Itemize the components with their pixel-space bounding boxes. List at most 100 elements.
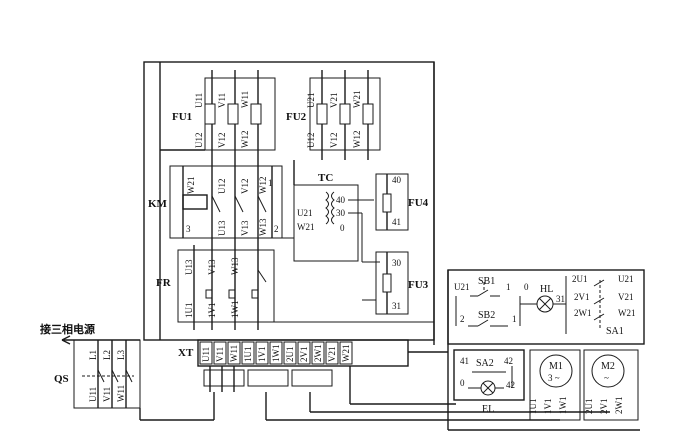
fu3-bottom: 31 <box>392 301 401 311</box>
km-label: KM <box>148 198 168 210</box>
cp-n0: 0 <box>524 282 529 292</box>
fu3-label: FU3 <box>408 279 429 291</box>
cp-sb1: SB1 <box>478 276 495 287</box>
cp-sa1: SA1 <box>606 326 624 337</box>
power-source: 接三相电源 QS L1 L2 L3 U11 V11 W11 <box>40 322 215 421</box>
km-top-3: W12 <box>258 177 268 195</box>
km-top-4: 1 <box>268 178 273 188</box>
xt-cell <box>283 341 297 365</box>
motor-m1: M1 3 ~ 1U1 1V1 1W1 <box>528 349 581 421</box>
cp-n1b: 1 <box>512 314 517 324</box>
km-bot-0: 3 <box>186 224 191 234</box>
fu4-top: 40 <box>392 175 402 185</box>
qs-out-1: V11 <box>102 387 112 402</box>
fu1-top-0: U11 <box>194 93 204 108</box>
xt-terminal-label: 2W1 <box>313 345 323 363</box>
fu2-top-0: U21 <box>306 93 316 109</box>
qs-label: QS <box>54 373 69 385</box>
fu1-top-1: V11 <box>217 93 227 108</box>
fu1-bot-2: W12 <box>240 131 250 149</box>
tc-label: TC <box>318 172 333 184</box>
fr-top-2: W13 <box>230 257 240 275</box>
cp-u21: U21 <box>454 282 470 292</box>
xt-terminal-label: U11 <box>201 347 211 362</box>
qs-line-0: L1 <box>88 350 98 360</box>
source-arrow-icon <box>61 335 71 345</box>
m1-phase: 3 ~ <box>548 373 560 383</box>
m1-name: M1 <box>549 361 563 372</box>
qs-line-2: L3 <box>116 350 126 360</box>
cp-n31: 31 <box>556 294 565 304</box>
fu2-label: FU2 <box>286 111 307 123</box>
cp-n1: 1 <box>506 282 511 292</box>
km-bot-2: V13 <box>240 220 250 236</box>
qs-line-1: L2 <box>102 350 112 360</box>
lp-41: 41 <box>460 356 469 366</box>
qs-out-2: W11 <box>116 385 126 402</box>
contactor-km: KM W21 U12 V12 W12 1 3 U13 V13 W13 2 <box>148 160 283 245</box>
xt-terminal-label: W11 <box>229 345 239 362</box>
m2-term-2: 2W1 <box>614 397 624 415</box>
m2-term-1: 2V1 <box>599 399 609 415</box>
xt-label: XT <box>178 347 194 359</box>
fu2-top-2: W21 <box>352 91 362 109</box>
km-bot-1: U13 <box>217 220 227 236</box>
control-panel: U21 SB1 1 0 HL 31 2 SB2 1 2U1 U21 2V1 V2… <box>447 269 645 345</box>
fu2-bot-2: W12 <box>352 131 362 149</box>
xt-terminal-label: 1U1 <box>243 347 253 363</box>
xt-terminal-label: 1W1 <box>271 345 281 363</box>
cp-w21: W21 <box>618 308 636 318</box>
km-top-2: V12 <box>240 179 250 195</box>
cp-2u1: 2U1 <box>572 274 588 284</box>
fuse-fu4: 40 41 FU4 <box>375 173 429 231</box>
fr-bot-0: 1U1 <box>184 303 194 319</box>
fr-bot-1: 1V1 <box>207 303 217 319</box>
cp-sb2: SB2 <box>478 310 495 321</box>
lp-42: 42 <box>504 356 513 366</box>
motor-m2: M2 ~ 2U1 2V1 2W1 <box>583 349 639 421</box>
lp-42b: 42 <box>506 380 515 390</box>
km-coil <box>182 194 208 210</box>
tc-right-2: 0 <box>340 223 345 233</box>
fr-bot-2: 1W1 <box>230 301 240 319</box>
m2-term-0: 2U1 <box>584 399 594 415</box>
m2-name: M2 <box>601 361 615 372</box>
xt-cell <box>227 341 241 365</box>
xt-cell <box>255 341 269 365</box>
km-bot-3: W13 <box>258 218 268 236</box>
xt-terminal-label: V21 <box>327 347 337 363</box>
cp-2v1: 2V1 <box>574 292 590 302</box>
km-bot-4: 2 <box>274 224 279 234</box>
fu1-label: FU1 <box>172 111 192 123</box>
xt-cell <box>311 341 325 365</box>
xt-terminal-label: W21 <box>341 345 351 363</box>
fu4-bottom: 41 <box>392 217 401 227</box>
tc-right-0: 40 <box>336 195 346 205</box>
xt-terminal-label: 2V1 <box>299 347 309 363</box>
thermal-relay-fr: FR U13 V13 W13 1U1 1V1 1W1 <box>156 245 275 330</box>
fu2-bot-1: V12 <box>329 133 339 149</box>
transformer-tc: TC U21 W21 40 30 0 <box>293 160 380 263</box>
fu4-label: FU4 <box>408 197 429 209</box>
fu2-top-1: V21 <box>329 93 339 109</box>
qs-out-0: U11 <box>88 387 98 402</box>
fu1-bot-0: U12 <box>194 133 204 149</box>
xt-cell <box>269 341 283 365</box>
m1-term-0: 1U1 <box>528 399 538 415</box>
xt-cell <box>213 341 227 365</box>
cp-2w1: 2W1 <box>574 308 592 318</box>
fu2-bot-0: U12 <box>306 133 316 149</box>
fuse-fu2: FU2 U21 V21 W21 U12 V12 W12 <box>286 70 381 160</box>
xt-cell <box>339 341 353 365</box>
fr-top-0: U13 <box>184 259 194 275</box>
cp-v21: V21 <box>618 292 634 302</box>
lp-0: 0 <box>460 378 465 388</box>
km-top-0: W21 <box>186 177 196 195</box>
xt-terminal-label: 1V1 <box>257 347 267 363</box>
fuse-fu1: FU1 U11 V11 W11 U12 V12 W12 <box>172 70 276 160</box>
m1-term-1: 1V1 <box>543 399 553 415</box>
lp-el: EL <box>482 404 494 415</box>
tc-left-1: W21 <box>297 222 315 232</box>
